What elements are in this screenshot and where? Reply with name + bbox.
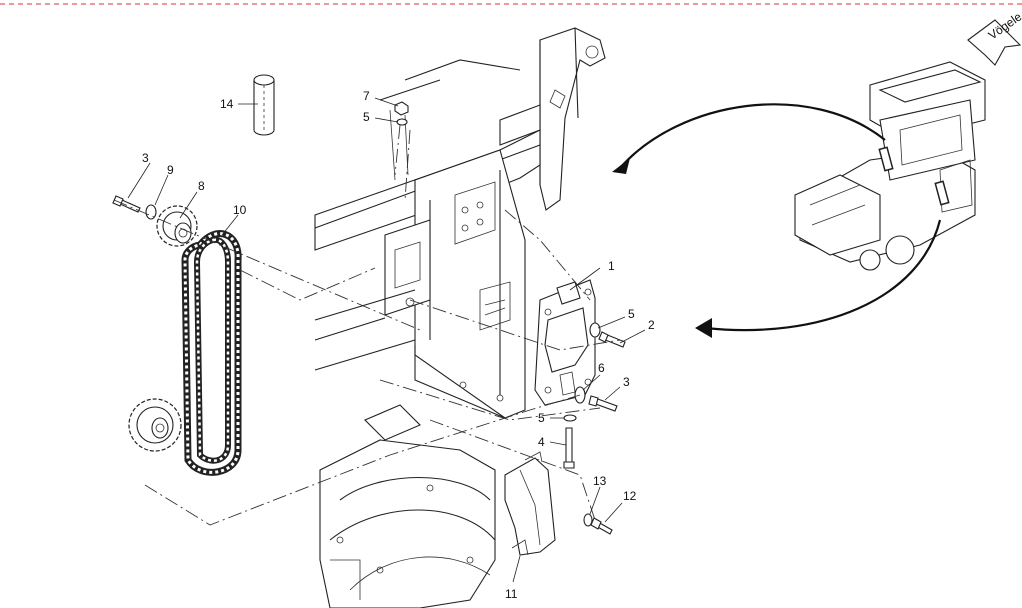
callout-11: 11	[505, 587, 518, 601]
vogele-arrow-badge: Vögele	[967, 9, 1022, 66]
part-14-pin	[253, 74, 275, 136]
sprocket-assembly-bottom	[128, 398, 182, 452]
callout-8: 8	[198, 179, 205, 193]
callout-7: 7	[363, 89, 370, 103]
callout-3-left: 3	[142, 151, 149, 165]
callout-9: 9	[167, 163, 174, 177]
callout-13: 13	[593, 474, 607, 488]
reference-arrows	[612, 103, 942, 338]
lower-housing	[319, 404, 496, 608]
callout-2: 2	[648, 318, 655, 332]
callout-6: 6	[598, 361, 605, 375]
fasteners-center	[394, 101, 626, 535]
callout-numbers: 1 2 3 3 4 5 5 5 6 7 8 9 10 11 12 13 14	[142, 89, 655, 601]
part-1-mounting-plate	[534, 279, 596, 406]
callout-14: 14	[220, 97, 234, 111]
part-10-roller-chain	[181, 230, 242, 476]
machine-frame	[314, 27, 606, 419]
paver-machine-illustration	[794, 61, 986, 271]
alignment-lines	[113, 124, 621, 526]
sprocket-assembly-top	[112, 195, 198, 247]
callout-3-right: 3	[623, 375, 630, 389]
callout-1: 1	[608, 259, 615, 273]
callout-12: 12	[623, 489, 637, 503]
callout-10: 10	[233, 203, 247, 217]
callout-5-right: 5	[628, 307, 635, 321]
part-11-guard-plate	[504, 451, 556, 556]
callout-4: 4	[538, 435, 545, 449]
callout-5-top: 5	[363, 110, 370, 124]
callout-5-lower: 5	[538, 411, 545, 425]
callout-leaders	[127, 97, 646, 583]
